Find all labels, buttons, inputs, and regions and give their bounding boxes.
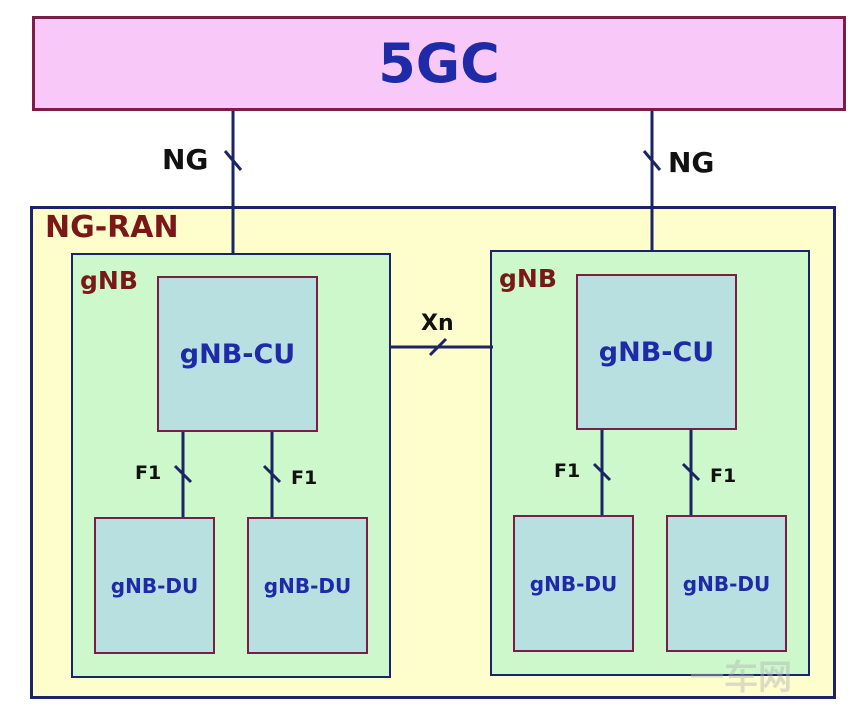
ng-right-label: NG bbox=[668, 146, 715, 179]
f1-left-2-label: F1 bbox=[291, 467, 318, 489]
gnb-right-du1-box: gNB-DU bbox=[513, 515, 634, 652]
f1-right-2-label: F1 bbox=[710, 465, 737, 487]
gnb-left-du2-box: gNB-DU bbox=[247, 517, 368, 654]
gnb-right-cu-box: gNB-CU bbox=[576, 274, 737, 430]
gnb-right-du1-label: gNB-DU bbox=[529, 571, 618, 596]
gnb-left-du1-label: gNB-DU bbox=[110, 573, 199, 598]
gnb-left-cu-box: gNB-CU bbox=[157, 276, 318, 432]
xn-label: Xn bbox=[421, 311, 454, 336]
ng-left-tick bbox=[223, 150, 243, 171]
gnb-left-du2-label: gNB-DU bbox=[263, 573, 352, 598]
core-5gc-label: 5GC bbox=[378, 32, 500, 95]
ng-left-label: NG bbox=[162, 143, 209, 176]
gnb-right-du2-label: gNB-DU bbox=[682, 571, 771, 596]
gnb-left-cu-label: gNB-CU bbox=[179, 338, 296, 370]
gnb-right-cu-label: gNB-CU bbox=[598, 336, 715, 368]
gnb-left-du1-box: gNB-DU bbox=[94, 517, 215, 654]
watermark: 一车网 bbox=[690, 658, 792, 698]
f1-right-1-label: F1 bbox=[554, 460, 581, 482]
ng-right-tick bbox=[642, 150, 662, 171]
gnb-right-label: gNB bbox=[499, 264, 557, 293]
gnb-left-label: gNB bbox=[80, 266, 138, 295]
ng-ran-label: NG-RAN bbox=[45, 210, 179, 245]
gnb-right-du2-box: gNB-DU bbox=[666, 515, 787, 652]
core-5gc-box: 5GC bbox=[32, 16, 846, 111]
f1-left-1-label: F1 bbox=[135, 462, 162, 484]
